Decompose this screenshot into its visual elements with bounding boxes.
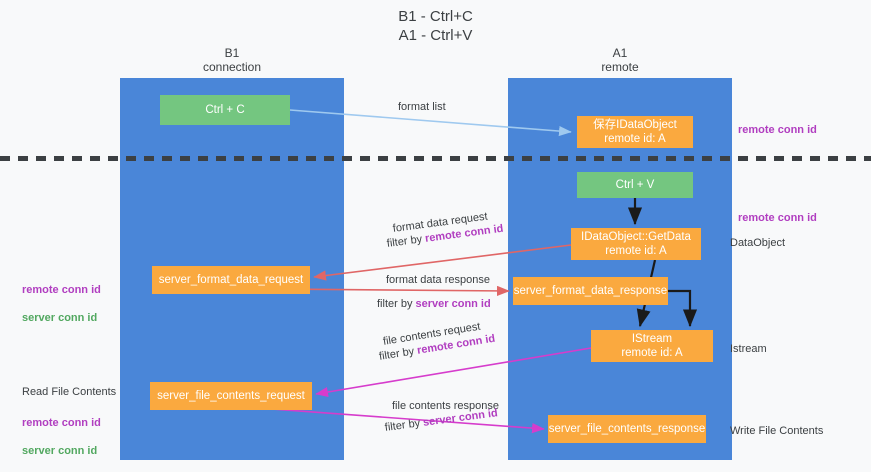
filter-key-server-conn-id: server conn id — [415, 298, 491, 310]
edge-label-format-list: format list — [398, 101, 446, 113]
edge-label-format-data-response-filter: filter by server conn id — [377, 297, 491, 312]
node-server-format-data-response[interactable]: server_format_data_response — [513, 277, 668, 305]
node-server-file-contents-request[interactable]: server_file_contents_request — [150, 382, 312, 410]
node-ctrl-v[interactable]: Ctrl + V — [577, 172, 693, 198]
annotation-istream: Istream — [730, 343, 767, 355]
node-istream[interactable]: IStream remote id: A — [591, 330, 713, 362]
node-save-idataobject[interactable]: 保存IDataObject remote id: A — [577, 116, 693, 148]
column-header-b1: B1 connection — [202, 46, 262, 74]
annotation-left-remote-conn-id-2: remote conn id — [22, 417, 101, 429]
filter-prefix: filter by — [386, 232, 426, 250]
annotation-left-server-conn-id-2: server conn id — [22, 445, 98, 457]
edge-label-file-contents-response: file contents response — [392, 400, 500, 412]
page-title: B1 - Ctrl+C A1 - Ctrl+V — [398, 8, 473, 44]
node-server-format-data-request[interactable]: server_format_data_request — [152, 266, 310, 294]
annotation-left-conn-ids: remote conn id server conn id — [22, 269, 101, 339]
node-idataobject-getdata[interactable]: IDataObject::GetData remote id: A — [571, 228, 701, 260]
annotation-left-conn-ids-2: remote conn id server conn id — [22, 402, 101, 472]
phase-divider-dashed-line — [0, 156, 871, 161]
column-header-a1: A1 remote — [601, 46, 639, 74]
annotation-write-file-contents: Write File Contents — [730, 425, 824, 437]
node-server-file-contents-response[interactable]: server_file_contents_response — [548, 415, 706, 443]
node-ctrl-c[interactable]: Ctrl + C — [160, 95, 290, 125]
annotation-left-server-conn-id: server conn id — [22, 312, 98, 324]
filter-prefix: filter by — [377, 298, 416, 310]
annotation-remote-conn-id-top: remote conn id — [738, 124, 817, 136]
edge-label-format-data-response: format data response — [386, 274, 490, 286]
filter-prefix: filter by — [384, 416, 424, 434]
annotation-left-remote-conn-id: remote conn id — [22, 284, 101, 296]
annotation-dataobject: DataObject — [730, 237, 786, 249]
annotation-remote-conn-id-mid: remote conn id — [738, 212, 817, 224]
annotation-read-file-contents: Read File Contents — [22, 386, 117, 398]
